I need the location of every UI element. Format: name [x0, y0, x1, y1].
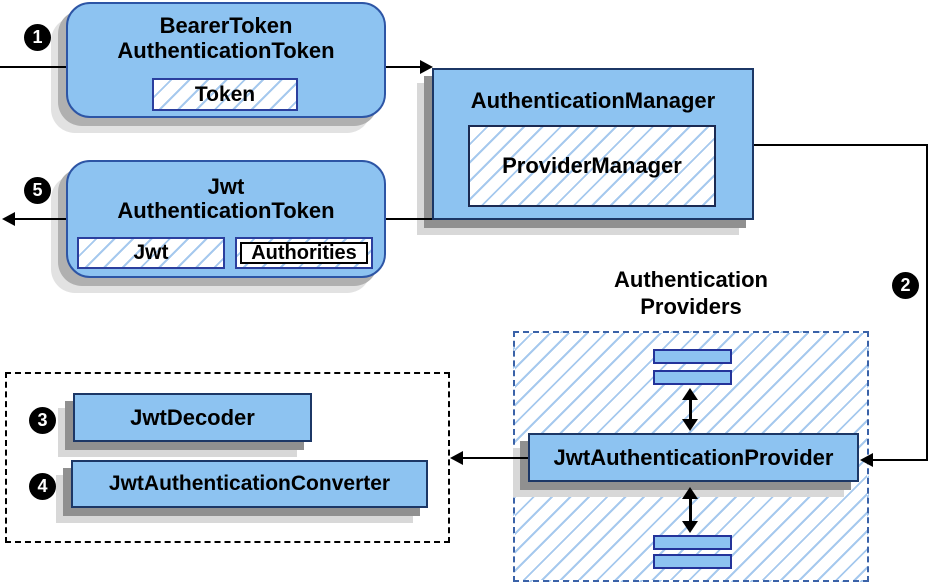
- connector-bearer-to-authmanager: [386, 66, 422, 68]
- authentication-providers-label-line1: Authentication: [614, 267, 768, 292]
- authorities-field: Authorities: [235, 237, 373, 269]
- authorities-field-label: Authorities: [240, 242, 368, 264]
- double-arrow-top-down-icon: [682, 419, 698, 431]
- jwt-authentication-provider-box: JwtAuthenticationProvider: [528, 433, 859, 482]
- connector-authmanager-to-provider-vertical: [926, 144, 928, 461]
- arrowhead-out-left-icon: [2, 212, 15, 226]
- authentication-manager-title: AuthenticationManager: [470, 88, 716, 113]
- provider-manager-box: ProviderManager: [468, 125, 716, 207]
- provider-slot-rect: [653, 554, 732, 569]
- connector-authmanager-to-provider-bottom: [872, 459, 928, 461]
- double-arrow-bottom-shaft: [689, 497, 692, 523]
- double-arrow-top-shaft: [689, 398, 692, 422]
- jwt-token-box-title-line2: AuthenticationToken: [117, 198, 335, 223]
- token-field: Token: [152, 78, 298, 111]
- step-3-badge: 3: [29, 407, 56, 434]
- bearer-token-box-title-line2: AuthenticationToken: [117, 38, 335, 63]
- jwt-token-box-title-line1: Jwt: [207, 174, 245, 199]
- provider-slot-rect: [653, 535, 732, 550]
- double-arrow-top-up-icon: [682, 388, 698, 400]
- connector-provider-to-converters: [463, 457, 528, 459]
- step-2-badge: 2: [892, 272, 919, 299]
- jwt-authentication-token-box: Jwt AuthenticationToken Jwt Authorities: [66, 160, 386, 278]
- step-4-badge: 4: [29, 473, 56, 500]
- bearer-token-authentication-token-box: BearerToken AuthenticationToken Token: [66, 2, 386, 118]
- bearer-token-box-title-line1: BearerToken: [159, 13, 293, 38]
- jwt-field: Jwt: [77, 237, 225, 269]
- provider-slot-rect: [653, 349, 732, 364]
- step-1-badge: 1: [24, 24, 51, 51]
- authentication-manager-box: AuthenticationManager ProviderManager: [432, 68, 754, 220]
- authentication-providers-label: Authentication Providers: [561, 266, 821, 320]
- arrowhead-into-converters-icon: [450, 451, 463, 465]
- connector-request-in: [0, 66, 66, 68]
- authentication-providers-label-line2: Providers: [640, 294, 742, 319]
- jwt-decoder-box: JwtDecoder: [73, 393, 312, 442]
- double-arrow-bottom-down-icon: [682, 521, 698, 533]
- double-arrow-bottom-up-icon: [682, 487, 698, 499]
- jwt-authentication-converter-box: JwtAuthenticationConverter: [71, 460, 428, 508]
- connector-authmanager-to-provider-top: [754, 144, 928, 146]
- connector-authmanager-to-jwttoken: [386, 218, 432, 220]
- provider-slot-rect: [653, 370, 732, 385]
- arrowhead-into-authmanager-icon: [420, 60, 433, 74]
- connector-jwttoken-out: [13, 218, 66, 220]
- arrowhead-into-provider-icon: [860, 453, 873, 467]
- step-5-badge: 5: [24, 177, 51, 204]
